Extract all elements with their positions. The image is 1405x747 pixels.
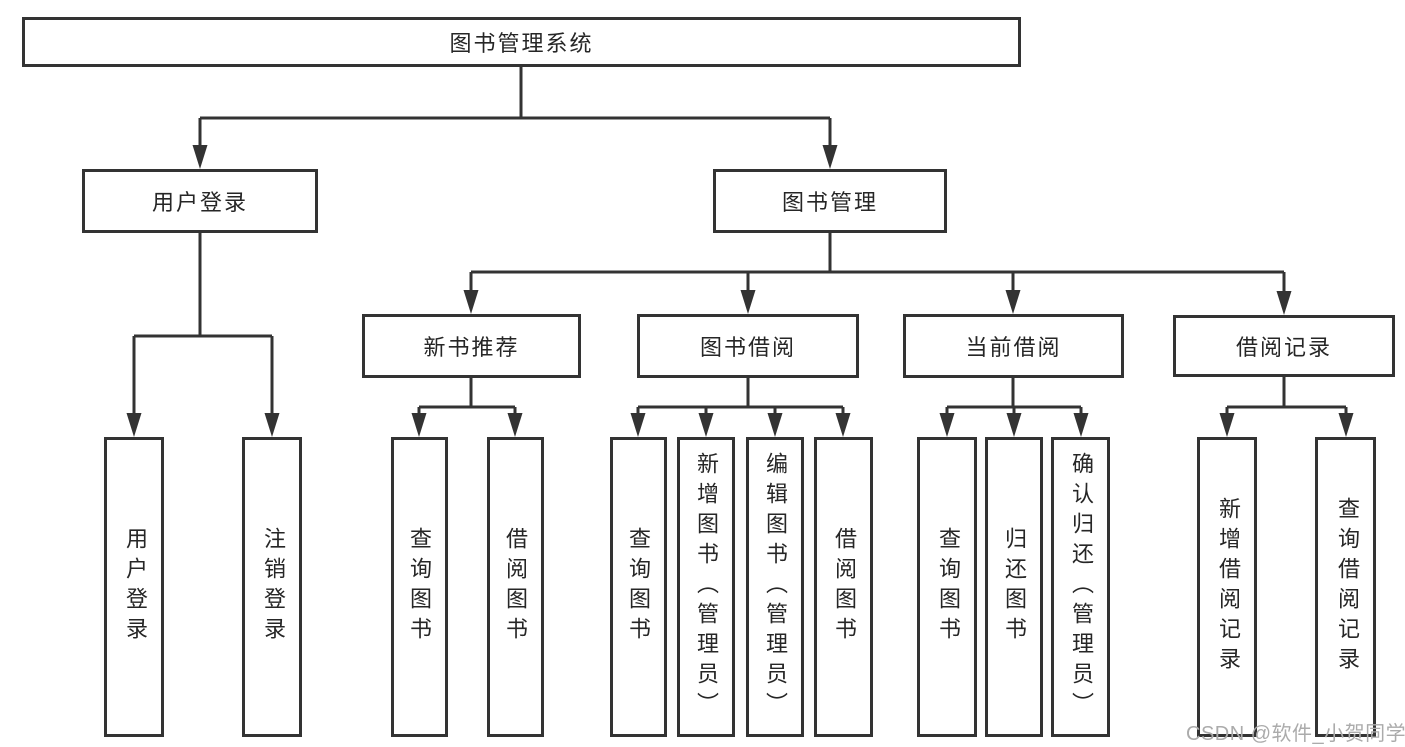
- arrowhead: [767, 413, 783, 437]
- arrowhead: [1219, 413, 1235, 437]
- arrowhead: [463, 290, 479, 314]
- arrowhead: [822, 145, 838, 169]
- node-book-borrow: 图书借阅: [637, 314, 859, 378]
- arrowhead: [740, 290, 756, 314]
- leaf-records-add-borrow-record: 新增借阅记录: [1197, 437, 1257, 737]
- leaf-recommend-borrow-books: 借阅图书: [487, 437, 544, 737]
- leaf-borrow-borrow-books: 借阅图书: [814, 437, 873, 737]
- node-book-management: 图书管理: [713, 169, 947, 233]
- leaf-current-return-books: 归还图书: [985, 437, 1043, 737]
- leaf-recommend-query-books: 查询图书: [391, 437, 448, 737]
- node-current-borrow: 当前借阅: [903, 314, 1124, 378]
- leaf-borrow-query-books: 查询图书: [610, 437, 667, 737]
- arrowhead: [507, 413, 523, 437]
- arrowhead: [192, 145, 208, 169]
- arrowhead: [1073, 413, 1089, 437]
- arrowhead: [1006, 413, 1022, 437]
- leaf-logout: 注销登录: [242, 437, 302, 737]
- watermark: CSDN @软件_小贺同学: [1186, 723, 1405, 745]
- arrowhead: [939, 413, 955, 437]
- arrowhead: [630, 413, 646, 437]
- arrowheads: [126, 145, 1354, 437]
- leaf-user-login: 用户登录: [104, 437, 164, 737]
- leaf-current-confirm-return-admin: 确认归还（管理员）: [1051, 437, 1110, 737]
- leaf-borrow-edit-books-admin: 编辑图书（管理员）: [746, 437, 804, 737]
- arrowhead: [1338, 413, 1354, 437]
- arrowhead: [1005, 290, 1021, 314]
- arrowhead: [1276, 291, 1292, 315]
- arrowhead: [411, 413, 427, 437]
- arrowhead: [264, 413, 280, 437]
- arrowhead: [835, 413, 851, 437]
- arrowhead: [126, 413, 142, 437]
- arrowhead: [698, 413, 714, 437]
- leaf-records-query-borrow-record: 查询借阅记录: [1315, 437, 1376, 737]
- node-library-management-system: 图书管理系统: [22, 17, 1021, 67]
- node-borrow-records: 借阅记录: [1173, 315, 1395, 377]
- leaf-borrow-add-books-admin: 新增图书（管理员）: [677, 437, 735, 737]
- leaf-current-query-books: 查询图书: [917, 437, 977, 737]
- node-user-login: 用户登录: [82, 169, 318, 233]
- tree-connectors: [132, 67, 1348, 415]
- node-new-book-recommend: 新书推荐: [362, 314, 581, 378]
